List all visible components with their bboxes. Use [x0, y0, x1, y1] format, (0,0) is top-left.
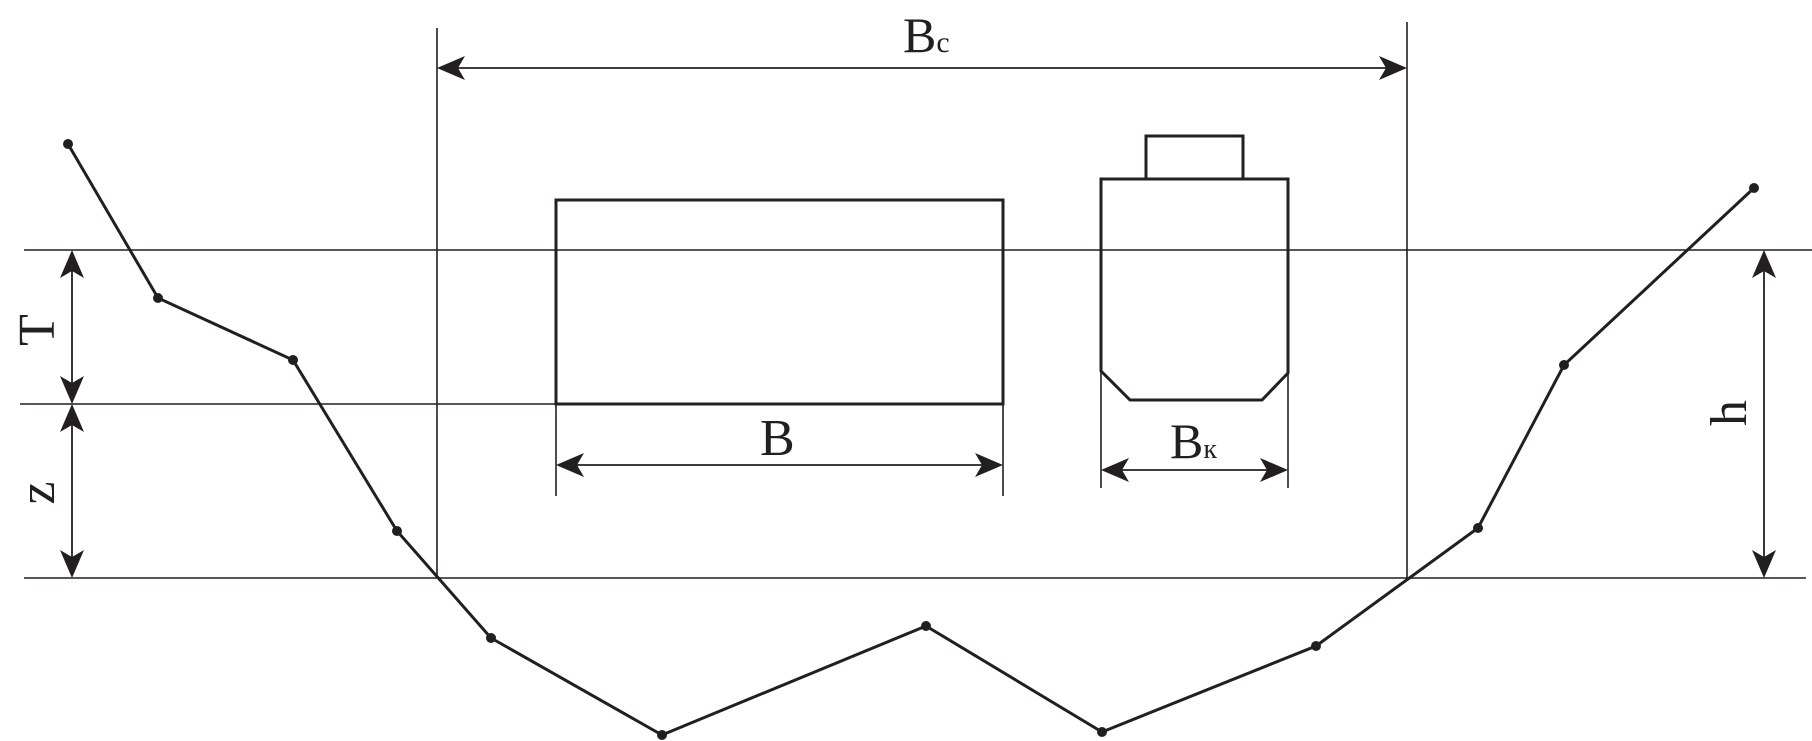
depth-label: h: [1701, 400, 1758, 426]
survey-point: [1311, 641, 1321, 651]
channel-width-label: Bc: [903, 7, 950, 63]
barge-width-dimension: [556, 453, 1003, 477]
arrowhead: [1379, 56, 1407, 80]
survey-point: [63, 139, 73, 149]
arrowhead: [1752, 550, 1776, 578]
survey-point: [1097, 727, 1107, 737]
barge-width-label: B: [760, 410, 795, 467]
vessel-hull-outline: [1099, 177, 1290, 402]
riverbed-profile-line: [66, 143, 1756, 737]
arrowhead: [60, 550, 84, 578]
survey-point: [921, 621, 931, 631]
arrowhead: [60, 404, 84, 432]
survey-point: [1749, 183, 1759, 193]
arrowhead: [1260, 458, 1288, 482]
arrowhead: [1101, 458, 1129, 482]
arrowhead: [60, 250, 84, 278]
survey-point: [657, 730, 667, 740]
survey-point: [288, 355, 298, 365]
arrowhead: [1752, 250, 1776, 278]
draft-dimension: [60, 250, 84, 404]
barge-outline: [554, 198, 1005, 406]
survey-point: [1473, 523, 1483, 533]
vessel-width-label: Bк: [1170, 413, 1217, 469]
arrowhead: [60, 376, 84, 404]
arrowhead: [437, 56, 465, 80]
arrowhead: [556, 453, 584, 477]
vessel-width-dimension: [1101, 458, 1288, 482]
vessel-superstructure: [1144, 134, 1245, 181]
survey-point: [153, 293, 163, 303]
under-keel-clearance-dimension: [60, 404, 84, 578]
channel-width-dimension: [437, 56, 1407, 80]
depth-dimension: [1752, 250, 1776, 578]
survey-point: [392, 526, 402, 536]
under-keel-clearance-label: z: [9, 481, 66, 504]
survey-point: [1559, 360, 1569, 370]
survey-point: [486, 633, 496, 643]
riverbed-survey-points: [63, 139, 1759, 740]
arrowhead: [975, 453, 1003, 477]
draft-label: T: [9, 314, 66, 346]
